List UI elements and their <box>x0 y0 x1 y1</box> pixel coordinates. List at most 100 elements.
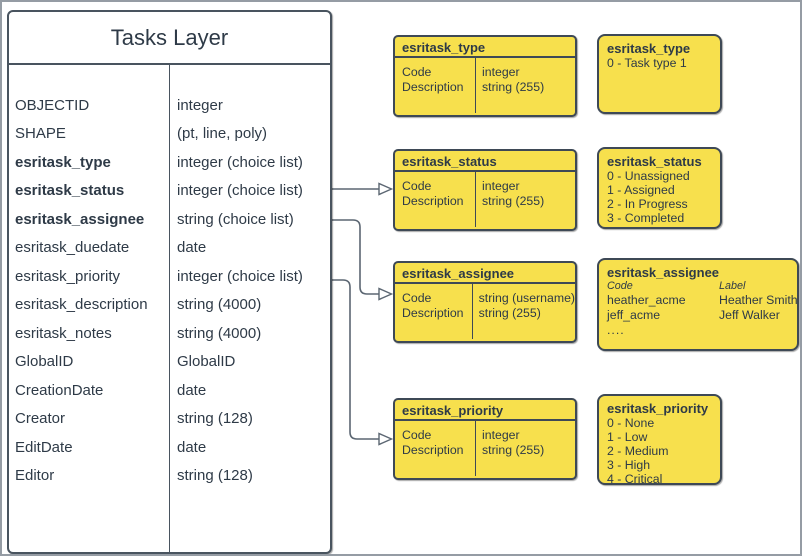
detail-field: Code <box>402 291 432 305</box>
detail-field: Description <box>402 193 464 208</box>
detail-table-body: Code Description string (username) strin… <box>395 284 575 339</box>
detail-table-title: esritask_assignee <box>395 263 575 284</box>
detail-field: Description <box>402 442 464 457</box>
field-type: integer (choice list) <box>177 153 303 171</box>
field-row: esritask_description string (4000) <box>9 291 330 320</box>
field-name: GlobalID <box>15 353 74 371</box>
field-type: integer (choice list) <box>177 182 303 200</box>
arrowhead-icon <box>378 287 394 301</box>
field-row: esritask_duedate date <box>9 234 330 263</box>
field-name: esritask_description <box>15 296 148 314</box>
field-row: Editor string (128) <box>9 462 330 491</box>
domain-box-assignee: esritask_assignee Code Label heather_acm… <box>597 258 799 351</box>
arrowhead-icon <box>378 432 394 446</box>
field-type: string (4000) <box>177 324 262 342</box>
detail-table-title: esritask_priority <box>395 400 575 421</box>
domain-title: esritask_status <box>607 154 702 169</box>
field-type: string (choice list) <box>177 210 294 228</box>
domain-title: esritask_assignee <box>607 265 720 280</box>
detail-type: string (255) <box>482 442 545 457</box>
detail-type: string (255) <box>478 305 541 320</box>
domain-value: 3 - Completed <box>607 211 685 225</box>
detail-table-status: esritask_status Code Description integer… <box>393 149 577 231</box>
detail-type: string (255) <box>482 193 545 208</box>
assignee-code: jeff_acme <box>607 308 661 322</box>
code-column-header: Code <box>607 280 633 292</box>
domain-value: 1 - Assigned <box>607 183 675 197</box>
assignee-label: Jeff Walker <box>719 308 780 322</box>
field-name: esritask_duedate <box>15 239 130 257</box>
field-type: date <box>177 438 207 456</box>
field-type: integer <box>177 96 223 114</box>
arrowhead-icon <box>378 182 394 196</box>
detail-field: Description <box>402 305 464 320</box>
tasks-layer-table: Tasks Layer OBJECTID integer SHAPE (pt, … <box>7 10 332 554</box>
field-name: CreationDate <box>15 381 104 399</box>
field-row: GlobalID GlobalID <box>9 348 330 377</box>
domain-value: 0 - None <box>607 416 655 430</box>
label-column-header: Label <box>719 280 746 292</box>
tasks-layer-title: Tasks Layer <box>9 12 330 65</box>
field-type: string (128) <box>177 410 253 428</box>
detail-table-title: esritask_status <box>395 151 575 172</box>
column-divider <box>169 65 170 552</box>
domain-value: 0 - Unassigned <box>607 169 690 183</box>
field-type: date <box>177 239 207 257</box>
domain-value: 4 - Critical <box>607 472 663 485</box>
assignee-label: Heather Smith <box>719 293 798 307</box>
field-row: esritask_notes string (4000) <box>9 319 330 348</box>
field-type: (pt, line, poly) <box>177 125 268 143</box>
field-row: EditDate date <box>9 433 330 462</box>
detail-type: string (255) <box>482 79 545 94</box>
field-row: esritask_assignee string (choice list) <box>9 205 330 234</box>
field-name: esritask_priority <box>15 267 121 285</box>
domain-value: 1 - Low <box>607 430 648 444</box>
field-name: Editor <box>15 467 55 485</box>
field-name: Creator <box>15 410 66 428</box>
domain-title: esritask_type <box>607 41 691 56</box>
detail-field: Code <box>402 65 432 79</box>
detail-table-priority: esritask_priority Code Description integ… <box>393 398 577 480</box>
connector-priority <box>332 279 379 440</box>
field-type: string (4000) <box>177 296 262 314</box>
detail-field: Code <box>402 428 432 442</box>
domain-value: 0 - Task type 1 <box>607 56 687 70</box>
field-row: esritask_priority integer (choice list) <box>9 262 330 291</box>
detail-type: integer <box>482 179 520 193</box>
domain-box-type: esritask_type 0 - Task type 1 <box>597 34 722 114</box>
detail-table-body: Code Description integer string (255) <box>395 421 575 476</box>
field-name: SHAPE <box>15 125 66 143</box>
field-type: date <box>177 381 207 399</box>
field-row: esritask_type integer (choice list) <box>9 148 330 177</box>
domain-value: 2 - Medium <box>607 444 669 458</box>
domain-value: 2 - In Progress <box>607 197 688 211</box>
detail-table-assignee: esritask_assignee Code Description strin… <box>393 261 577 343</box>
field-name: OBJECTID <box>15 96 90 114</box>
detail-type: string (username) <box>478 291 575 305</box>
tasks-layer-field-list: OBJECTID integer SHAPE (pt, line, poly) … <box>9 65 330 552</box>
field-type: string (128) <box>177 467 253 485</box>
detail-table-body: Code Description integer string (255) <box>395 58 575 113</box>
field-row: CreationDate date <box>9 376 330 405</box>
field-name: esritask_status <box>15 182 125 200</box>
field-row: Creator string (128) <box>9 405 330 434</box>
field-name: esritask_type <box>15 153 111 171</box>
detail-field: Code <box>402 179 432 193</box>
detail-field: Description <box>402 79 464 94</box>
detail-type: integer <box>482 65 520 79</box>
field-row: esritask_status integer (choice list) <box>9 177 330 206</box>
field-name: EditDate <box>15 438 73 456</box>
detail-type: integer <box>482 428 520 442</box>
domain-value: 3 - High <box>607 458 651 472</box>
field-type: integer (choice list) <box>177 267 303 285</box>
field-row: OBJECTID integer <box>9 91 330 120</box>
domain-title: esritask_priority <box>607 401 709 416</box>
assignee-code: heather_acme <box>607 293 686 307</box>
field-row: SHAPE (pt, line, poly) <box>9 120 330 149</box>
field-name: esritask_notes <box>15 324 112 342</box>
detail-table-type: esritask_type Code Description integer s… <box>393 35 577 117</box>
detail-table-title: esritask_type <box>395 37 575 58</box>
